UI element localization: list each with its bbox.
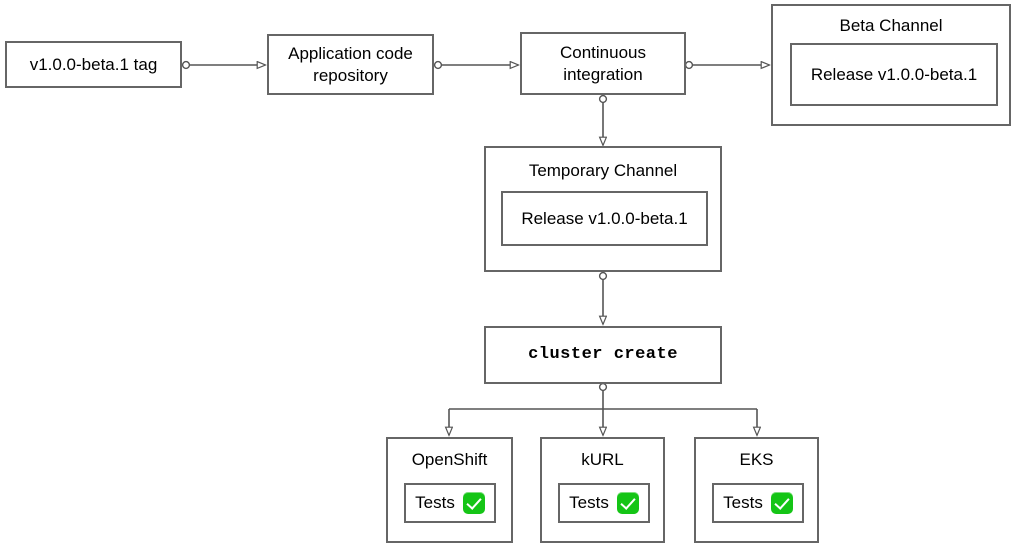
node-application-code-repository[interactable]: Application code repository: [267, 34, 434, 95]
node-temporary-channel-release[interactable]: Release v1.0.0-beta.1: [501, 191, 708, 246]
node-kurl-title: kURL: [581, 450, 624, 469]
node-kurl-tests-label: Tests: [569, 493, 609, 512]
node-kurl-tests[interactable]: Tests: [558, 483, 650, 523]
node-temporary-channel-title: Temporary Channel: [528, 161, 678, 180]
node-cluster-create-label: cluster create: [528, 345, 678, 365]
check-mark-green-icon: [616, 492, 639, 514]
node-openshift-tests-label: Tests: [415, 493, 455, 512]
edge-cluster-create-to-platforms: [449, 382, 757, 435]
node-temporary-channel[interactable]: Temporary Channel Release v1.0.0-beta.1: [484, 146, 722, 272]
node-beta-channel-release[interactable]: Release v1.0.0-beta.1: [790, 43, 998, 106]
node-eks-tests-label: Tests: [723, 493, 763, 512]
node-version-tag[interactable]: v1.0.0-beta.1 tag: [5, 41, 182, 88]
edge-ci-to-temporary-channel: [600, 94, 608, 145]
node-kurl[interactable]: kURL Tests: [540, 437, 665, 543]
edge-repo-to-ci: [433, 60, 518, 69]
node-continuous-integration[interactable]: Continuous integration: [520, 32, 686, 95]
node-cluster-create[interactable]: cluster create: [484, 326, 722, 384]
node-temporary-channel-release-label: Release v1.0.0-beta.1: [521, 208, 688, 228]
node-eks[interactable]: EKS Tests: [694, 437, 819, 543]
node-eks-tests[interactable]: Tests: [712, 483, 804, 523]
node-beta-channel-release-label: Release v1.0.0-beta.1: [810, 64, 978, 84]
node-openshift-title: OpenShift: [411, 450, 488, 469]
node-beta-channel-title: Beta Channel: [839, 16, 943, 35]
edge-tag-to-repo: [181, 60, 265, 69]
node-openshift-tests[interactable]: Tests: [404, 483, 496, 523]
edge-temporary-channel-to-cluster-create: [600, 271, 608, 324]
check-mark-green-icon: [770, 492, 793, 514]
node-application-code-repository-label: Application code repository: [288, 44, 413, 85]
node-openshift[interactable]: OpenShift Tests: [386, 437, 513, 543]
node-version-tag-label: v1.0.0-beta.1 tag: [29, 54, 158, 74]
node-eks-title: EKS: [739, 450, 774, 469]
edge-ci-to-beta-channel: [684, 60, 769, 69]
check-mark-green-icon: [462, 492, 485, 514]
node-beta-channel[interactable]: Beta Channel Release v1.0.0-beta.1: [771, 4, 1011, 126]
node-continuous-integration-label: Continuous integration: [559, 43, 646, 84]
